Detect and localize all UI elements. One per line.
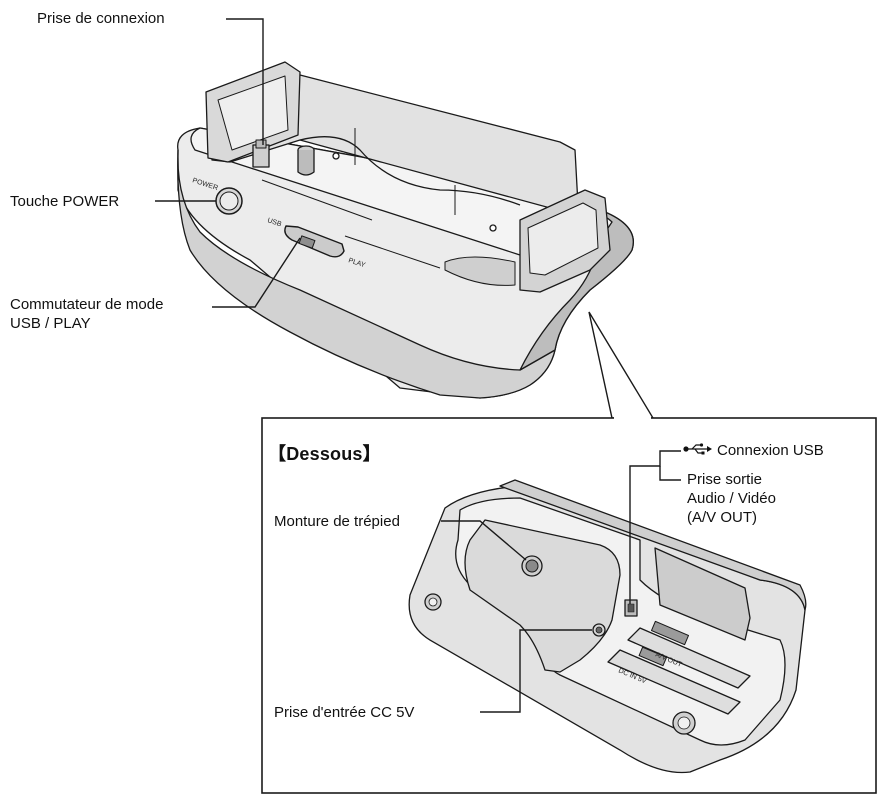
callout-pointer <box>588 311 655 419</box>
marking-usb: USB <box>266 217 282 228</box>
underside-leader-lines <box>441 450 681 713</box>
cradle-illustration <box>177 61 634 399</box>
underside-illustration <box>408 479 807 774</box>
label-av-out-line2: Audio / Vidéo <box>687 490 776 507</box>
label-dc-input: Prise d'entrée CC 5V <box>274 704 415 721</box>
label-mode-switch-line2: USB / PLAY <box>10 315 91 332</box>
top-leader-lines <box>155 18 301 308</box>
usb-connection-text: Connexion USB <box>717 442 824 459</box>
label-usb-connection: Connexion USB <box>683 442 824 459</box>
label-tripod-mount: Monture de trépied <box>274 513 400 530</box>
tripod-plate <box>464 519 621 673</box>
cable-channel-1 <box>627 627 751 689</box>
cable-channel-2 <box>607 649 741 715</box>
label-connection-socket: Prise de connexion <box>37 10 165 27</box>
cradle-front-face <box>177 149 556 399</box>
label-av-out-line1: Prise sortie <box>687 471 763 488</box>
label-power-button: Touche POWER <box>10 193 120 210</box>
label-mode-switch-line1: Commutateur de mode <box>10 296 164 313</box>
label-av-out-line3: (A/V OUT) <box>687 509 757 526</box>
usb-icon <box>683 442 713 459</box>
underside-title: 【Dessous】 <box>268 444 381 464</box>
